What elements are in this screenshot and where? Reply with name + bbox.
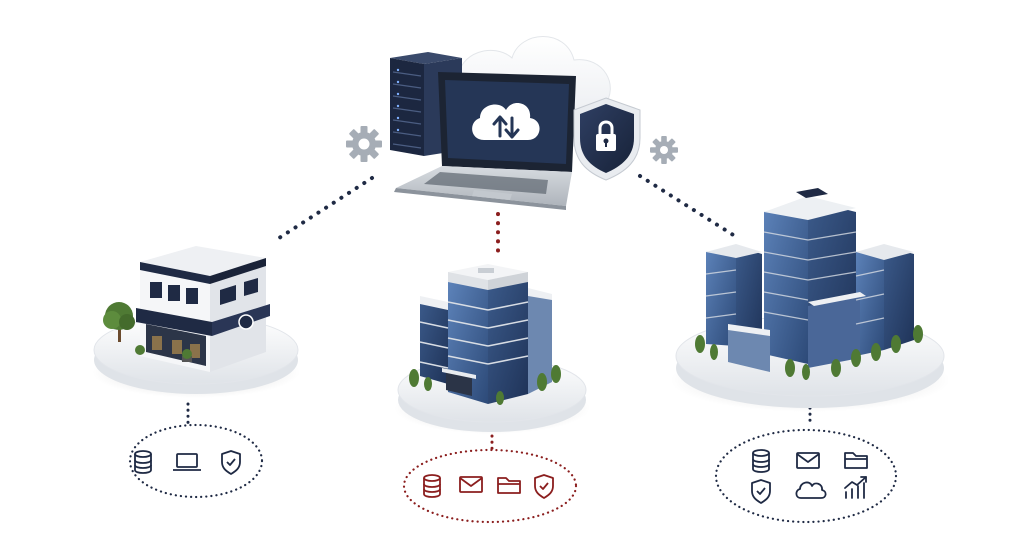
- center-hub: [346, 36, 678, 210]
- folder-icon: [844, 452, 868, 469]
- database-icon: [752, 449, 770, 473]
- right-node: [670, 188, 950, 412]
- office-building-icon: [409, 264, 561, 405]
- left-node: [92, 246, 300, 398]
- database-icon: [134, 450, 152, 474]
- corporate-campus-icon: [695, 188, 923, 380]
- right-icon-cluster: [714, 428, 898, 524]
- shield-lock-icon: [573, 97, 641, 181]
- database-icon: [423, 474, 441, 498]
- cloud-icon: [795, 481, 827, 499]
- shield-check-icon: [751, 479, 771, 504]
- gear-icon: [346, 126, 382, 162]
- connector-left: [274, 176, 374, 242]
- gear-icon: [650, 136, 678, 164]
- mail-icon: [796, 452, 820, 469]
- shield-check-icon: [534, 474, 554, 499]
- cloud-sync-icon: [472, 103, 540, 140]
- middle-icon-cluster: [402, 448, 578, 524]
- shield-check-icon: [221, 450, 241, 475]
- analytics-chart-icon: [844, 476, 867, 499]
- mail-icon: [459, 476, 483, 493]
- folder-icon: [497, 477, 521, 494]
- middle-node: [394, 264, 590, 434]
- connector-right: [638, 174, 740, 240]
- laptop-icon: [173, 453, 201, 471]
- left-icon-cluster: [128, 423, 264, 499]
- small-storefront-icon: [103, 246, 270, 372]
